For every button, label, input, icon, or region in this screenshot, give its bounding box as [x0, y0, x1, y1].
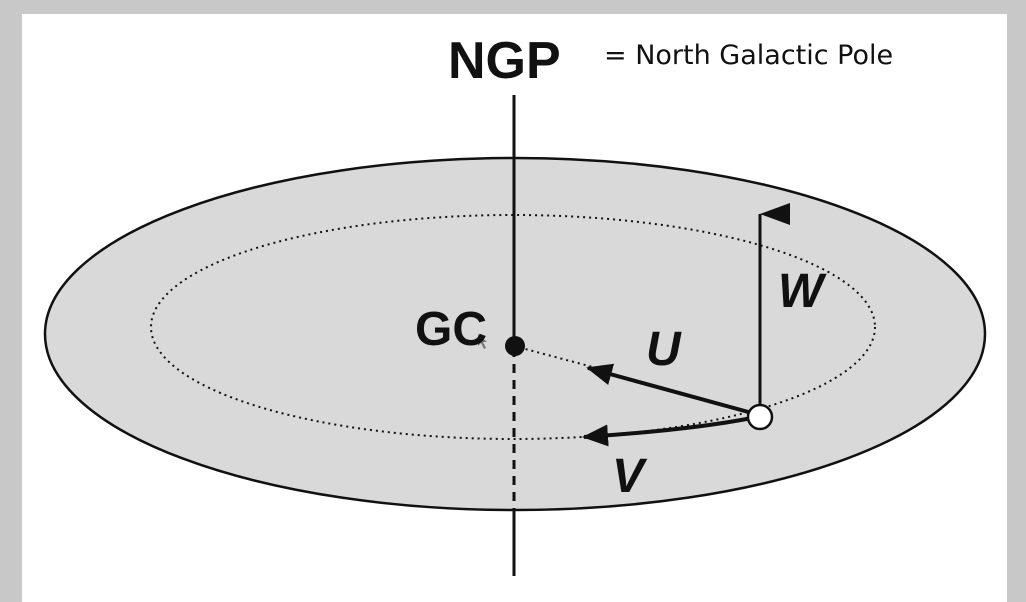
gc-label: GC — [415, 303, 487, 356]
star-marker — [748, 405, 772, 429]
u-label: U — [646, 323, 682, 376]
ngp-definition-label: = North Galactic Pole — [604, 40, 893, 71]
w-label: W — [778, 265, 827, 318]
galactic-center-dot — [505, 336, 525, 356]
v-label: V — [612, 450, 648, 503]
ngp-label: NGP — [448, 32, 561, 90]
